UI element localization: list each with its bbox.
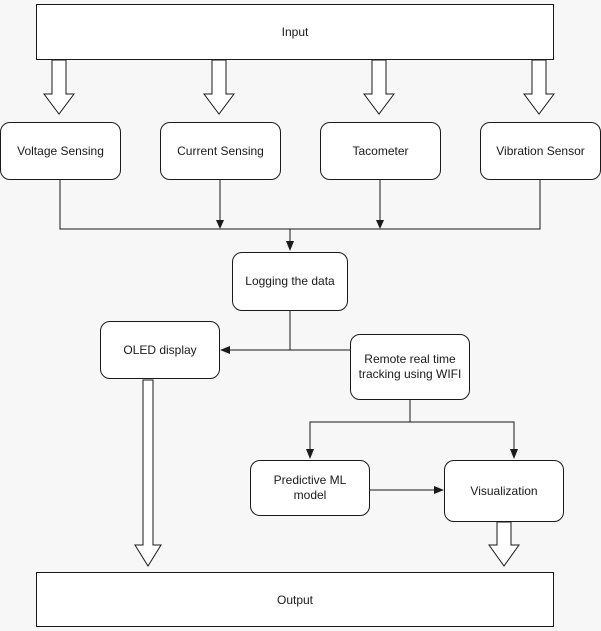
node-tacometer[interactable]: Tacometer [320,122,441,180]
edge-bus-to-logging [286,229,294,251]
arrow-input-to-current [203,59,235,115]
node-input-label: Input [281,25,309,39]
node-input[interactable]: Input [36,4,554,60]
arrow-input-to-tacometer [363,59,395,115]
edge-remote-to-visualization [410,421,518,459]
node-visualization[interactable]: Visualization [444,460,564,522]
node-output[interactable]: Output [36,572,554,627]
arrow-input-to-vibration [523,59,555,115]
node-current-sensing-label: Current Sensing [177,143,264,158]
node-current-sensing[interactable]: Current Sensing [160,122,281,180]
node-voltage-sensing-label: Voltage Sensing [17,143,104,158]
edge-voltage-to-logging [59,180,290,230]
node-oled-display-label: OLED display [123,342,197,357]
node-logging-the-data-label: Logging the data [245,274,335,288]
node-tacometer-label: Tacometer [352,143,409,158]
node-predictive-ml-model[interactable]: Predictive ML model [250,460,370,516]
edge-tacometer-to-logging [376,180,384,229]
edge-current-to-logging [216,180,224,229]
node-vibration-sensor-label: Vibration Sensor [496,143,585,158]
node-output-label: Output [276,592,314,607]
node-voltage-sensing[interactable]: Voltage Sensing [0,122,121,180]
node-predictive-ml-model-label: Predictive ML model [273,473,347,502]
node-logging-the-data[interactable]: Logging the data [232,252,348,311]
node-visualization-label: Visualization [470,483,538,498]
node-oled-display[interactable]: OLED display [100,321,220,379]
edge-vibration-to-logging [290,180,541,230]
node-remote-tracking[interactable]: Remote real time tracking using WIFI [350,334,470,400]
node-remote-tracking-label: Remote real time tracking using WIFI [358,352,462,381]
arrow-oled-to-output [134,379,162,567]
arrow-visualization-to-output [488,521,520,567]
edge-logging-to-oled [220,311,291,354]
edge-remote-to-ml [306,400,411,459]
arrow-input-to-voltage [43,59,75,115]
edge-ml-to-visualization [370,486,444,494]
node-vibration-sensor[interactable]: Vibration Sensor [480,122,601,180]
